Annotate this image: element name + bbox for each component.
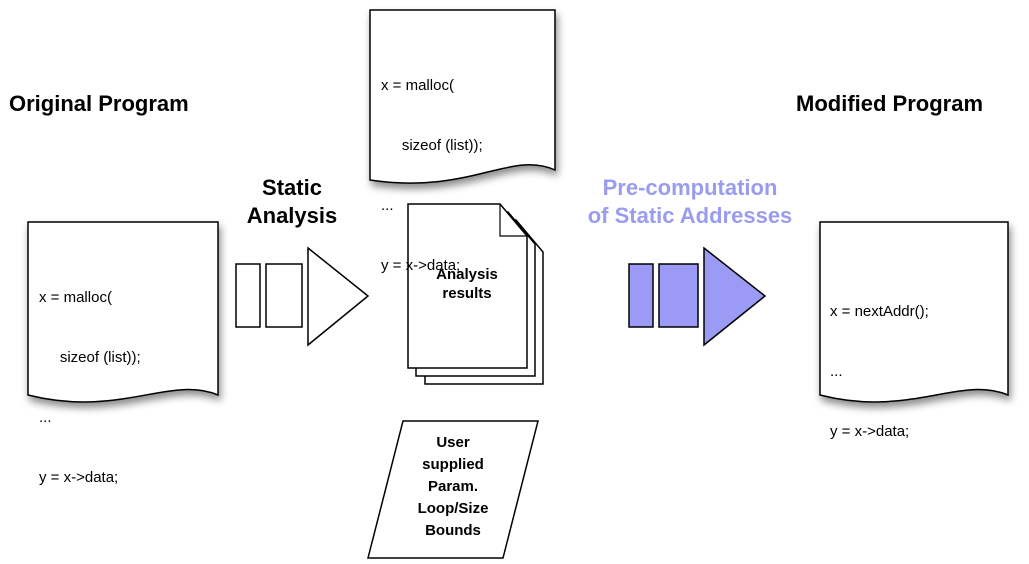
original-document-code: x = malloc( sizeof (list)); ... y = x->d… <box>39 248 141 528</box>
analysis-results-label: Analysis results <box>408 265 526 303</box>
user-params-line: User <box>436 434 470 451</box>
modified-document-shape <box>819 221 1009 403</box>
code-line: y = x->data; <box>381 257 461 274</box>
modified-program-heading: Modified Program <box>796 91 984 116</box>
code-line: y = x->data; <box>39 469 119 486</box>
modified-document-code: x = nextAddr(); ... y = x->data; <box>830 262 929 482</box>
code-line: x = nextAddr(); <box>830 303 929 320</box>
code-line: sizeof (list)); <box>381 137 483 154</box>
user-params-line: Bounds <box>425 522 481 539</box>
analysis-results-stack <box>407 203 544 385</box>
analysis-results-line-2: results <box>442 285 492 302</box>
code-line: x = malloc( <box>381 77 454 94</box>
code-line: x = malloc( <box>39 289 112 306</box>
user-params-shape <box>367 420 539 559</box>
static-analysis-arrow <box>235 246 370 347</box>
original-program-heading: Original Program <box>9 91 189 116</box>
user-params-line: Loop/Size <box>417 500 489 517</box>
user-params-line: Param. <box>427 478 479 495</box>
precomputation-line-1: Pre-computation <box>602 175 778 200</box>
code-line: ... <box>381 197 394 214</box>
original-document-shape <box>27 221 219 403</box>
top-document-shape <box>369 9 556 184</box>
static-analysis-label: Static Analysis <box>232 174 352 230</box>
code-line: ... <box>39 409 52 426</box>
static-analysis-line-2: Analysis <box>246 203 338 228</box>
user-params-line: supplied <box>422 456 484 473</box>
analysis-results-line-1: Analysis <box>436 266 498 283</box>
precomputation-line-2: of Static Addresses <box>587 203 793 228</box>
top-document-code: x = malloc( sizeof (list)); ... y = x->d… <box>381 36 483 316</box>
code-line: sizeof (list)); <box>39 349 141 366</box>
static-analysis-line-1: Static <box>262 175 322 200</box>
precomputation-label: Pre-computation of Static Addresses <box>560 174 820 230</box>
code-line: ... <box>830 363 843 380</box>
code-line: y = x->data; <box>830 423 910 440</box>
user-params-label: User supplied Param. Loop/Size Bounds <box>393 432 513 542</box>
precomputation-arrow <box>628 246 767 347</box>
